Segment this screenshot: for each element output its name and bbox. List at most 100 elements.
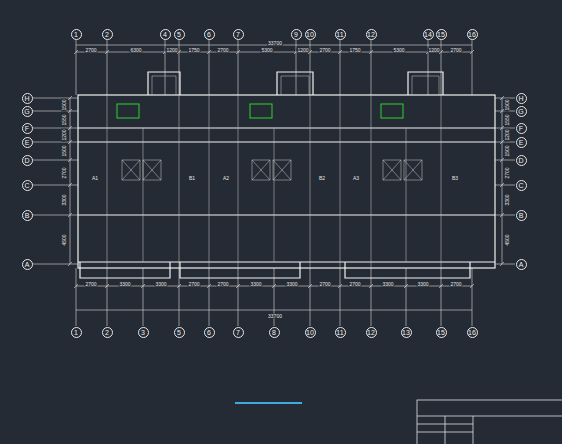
axis-bubble: 6 <box>204 29 215 40</box>
axis-number: D <box>518 157 523 164</box>
dimension-text: 3300 <box>118 282 131 287</box>
dimension-text: 1500 <box>62 98 67 111</box>
axis-line <box>209 268 210 326</box>
axis-line <box>238 268 239 326</box>
axis-number: A <box>25 261 30 268</box>
axis-bubble: H <box>516 93 527 104</box>
dimension-text: 2700 <box>187 282 200 287</box>
axis-number: B <box>25 212 30 219</box>
axis-bubble: 15 <box>436 327 447 338</box>
room-label: A1 <box>91 176 99 181</box>
axis-number: 4 <box>163 31 167 38</box>
axis-number: 9 <box>294 31 298 38</box>
axis-line <box>495 264 515 265</box>
axis-number: 7 <box>236 31 240 38</box>
axis-number: 8 <box>272 329 276 336</box>
axis-bubble: 12 <box>366 29 377 40</box>
axis-bubble: G <box>22 106 33 117</box>
axis-number: E <box>25 139 30 146</box>
axis-bubble: 4 <box>160 29 171 40</box>
axis-number: 2 <box>105 31 109 38</box>
axis-line <box>441 40 442 95</box>
axis-number: E <box>519 139 524 146</box>
axis-line <box>495 160 515 161</box>
dimension-text: 3300 <box>285 282 298 287</box>
axis-number: 11 <box>336 329 343 336</box>
axis-line <box>107 40 108 95</box>
dimension-text: 2700 <box>318 282 331 287</box>
axis-bubble: 11 <box>335 29 346 40</box>
axis-bubble: D <box>516 155 527 166</box>
axis-line <box>441 268 442 326</box>
dimension-text: 2700 <box>216 282 229 287</box>
dimension-text: 2700 <box>348 282 361 287</box>
axis-bubble: 3 <box>138 327 149 338</box>
dimension-text: 5300 <box>392 48 405 53</box>
room-label: A2 <box>222 176 230 181</box>
axis-line <box>406 268 407 326</box>
axis-line <box>143 268 144 326</box>
axis-number: F <box>519 125 523 132</box>
axis-bubble: 13 <box>401 327 412 338</box>
axis-number: G <box>24 108 29 115</box>
axis-line <box>340 40 341 95</box>
dimension-text: 1200 <box>427 48 440 53</box>
dimension-text: 2700 <box>216 48 229 53</box>
axis-number: 16 <box>468 31 476 38</box>
axis-line <box>33 98 78 99</box>
axis-line <box>33 160 78 161</box>
axis-line <box>209 40 210 95</box>
axis-bubble: 10 <box>305 327 316 338</box>
dimension-text: 2700 <box>505 166 510 179</box>
axis-line <box>76 286 472 287</box>
axis-number: C <box>518 182 523 189</box>
axis-number: 6 <box>207 329 211 336</box>
axis-line <box>495 185 515 186</box>
axis-number: 12 <box>367 31 375 38</box>
axis-number: 3 <box>141 329 145 336</box>
axis-line <box>310 268 311 326</box>
axis-bubble: 5 <box>174 29 185 40</box>
axis-bubble: H <box>22 93 33 104</box>
room-label: B3 <box>451 176 459 181</box>
axis-number: 1 <box>74 31 78 38</box>
axis-number: 1 <box>74 329 78 336</box>
axis-number: B <box>519 212 524 219</box>
axis-line <box>33 128 78 129</box>
dimension-text: 2700 <box>449 282 462 287</box>
axis-line <box>76 268 77 326</box>
axis-bubble: 8 <box>269 327 280 338</box>
axis-bubble: E <box>516 137 527 148</box>
axis-number: 13 <box>402 329 410 336</box>
axis-line <box>472 40 473 95</box>
dimension-text: 2700 <box>318 48 331 53</box>
axis-bubble: C <box>516 180 527 191</box>
axis-bubble: F <box>516 123 527 134</box>
axis-bubble: 5 <box>174 327 185 338</box>
dimension-text: 1500 <box>505 144 510 157</box>
dimension-text: 1200 <box>296 48 309 53</box>
room-label: B2 <box>318 176 326 181</box>
dimension-text: 2700 <box>449 48 462 53</box>
axis-line <box>70 98 71 264</box>
room-label: B1 <box>188 176 196 181</box>
axis-bubble: G <box>516 106 527 117</box>
dimension-text: 4500 <box>62 233 67 246</box>
dimension-text: 1750 <box>348 48 361 53</box>
axis-bubble: E <box>22 137 33 148</box>
axis-line <box>502 98 503 264</box>
dimension-text: 1750 <box>187 48 200 53</box>
axis-number: 7 <box>236 329 240 336</box>
axis-bubble: B <box>22 210 33 221</box>
axis-number: 12 <box>367 329 375 336</box>
axis-number: G <box>518 108 523 115</box>
axis-bubble: 12 <box>366 327 377 338</box>
room-label: A3 <box>352 176 360 181</box>
axis-bubble: 2 <box>102 327 113 338</box>
axis-number: 14 <box>424 31 432 38</box>
axis-number: 5 <box>177 31 181 38</box>
axis-line <box>472 268 473 326</box>
axis-bubble: B <box>516 210 527 221</box>
axis-number: 15 <box>437 31 445 38</box>
